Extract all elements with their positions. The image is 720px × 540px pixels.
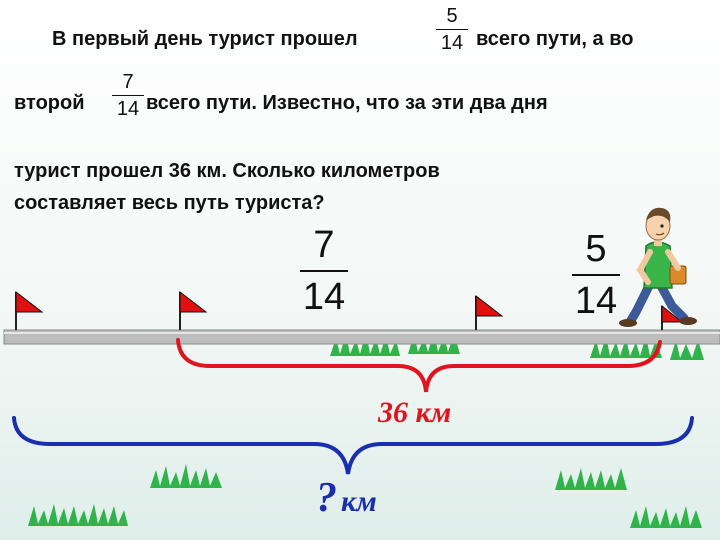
fraction-day2-numerator: 7 xyxy=(122,71,134,93)
flag-third xyxy=(475,294,504,330)
tourist-figure xyxy=(619,207,697,327)
problem-line4: составляет весь путь туриста? xyxy=(14,192,325,214)
diagram-fraction-left: 7 14 xyxy=(296,226,352,316)
diagram-fraction-left-bar xyxy=(300,270,348,272)
two-days-label: 36 км xyxy=(378,396,451,430)
diagram-fraction-right-numerator: 5 xyxy=(585,228,607,270)
fraction-day2: 7 14 xyxy=(108,72,148,119)
diagram-fraction-right-denominator: 14 xyxy=(574,280,618,322)
total-unit: км xyxy=(341,485,377,518)
total-question-mark: ? xyxy=(316,475,337,521)
problem-line1-end: всего пути, а во xyxy=(476,28,634,50)
fraction-day1: 5 14 xyxy=(432,6,472,53)
brace-whole-path xyxy=(12,416,694,475)
fraction-day2-bar xyxy=(112,95,144,96)
grass-tuft xyxy=(555,468,627,490)
total-path-label: ? км xyxy=(316,474,377,522)
grass-tuft xyxy=(630,506,702,528)
problem-line2-end: всего пути. Известно, что за эти два дня xyxy=(146,92,548,114)
problem-line1-start: В первый день турист прошел xyxy=(52,28,358,50)
fraction-day1-denominator: 14 xyxy=(440,32,464,54)
diagram-fraction-right-bar xyxy=(572,274,620,276)
grass-tuft xyxy=(670,340,704,360)
fraction-day2-denominator: 14 xyxy=(116,98,140,120)
grass-tuft xyxy=(28,504,128,526)
diagram-fraction-left-numerator: 7 xyxy=(313,224,335,266)
diagram-fraction-left-denominator: 14 xyxy=(302,276,346,318)
diagram-fraction-right: 5 14 xyxy=(568,230,624,320)
grass-tuft xyxy=(150,464,222,488)
fraction-day1-bar xyxy=(436,29,468,30)
flag-second xyxy=(179,290,208,330)
flag-start xyxy=(15,290,44,330)
two-days-unit: км xyxy=(415,396,452,429)
problem-line3: турист прошел 36 км. Сколько километров xyxy=(14,160,440,182)
flag-finish xyxy=(661,304,684,330)
fraction-day1-numerator: 5 xyxy=(446,5,458,27)
grass-tuft xyxy=(590,336,662,358)
two-days-value: 36 xyxy=(378,396,408,429)
problem-line2-start: второй xyxy=(14,92,85,114)
brace-two-days xyxy=(176,338,662,393)
